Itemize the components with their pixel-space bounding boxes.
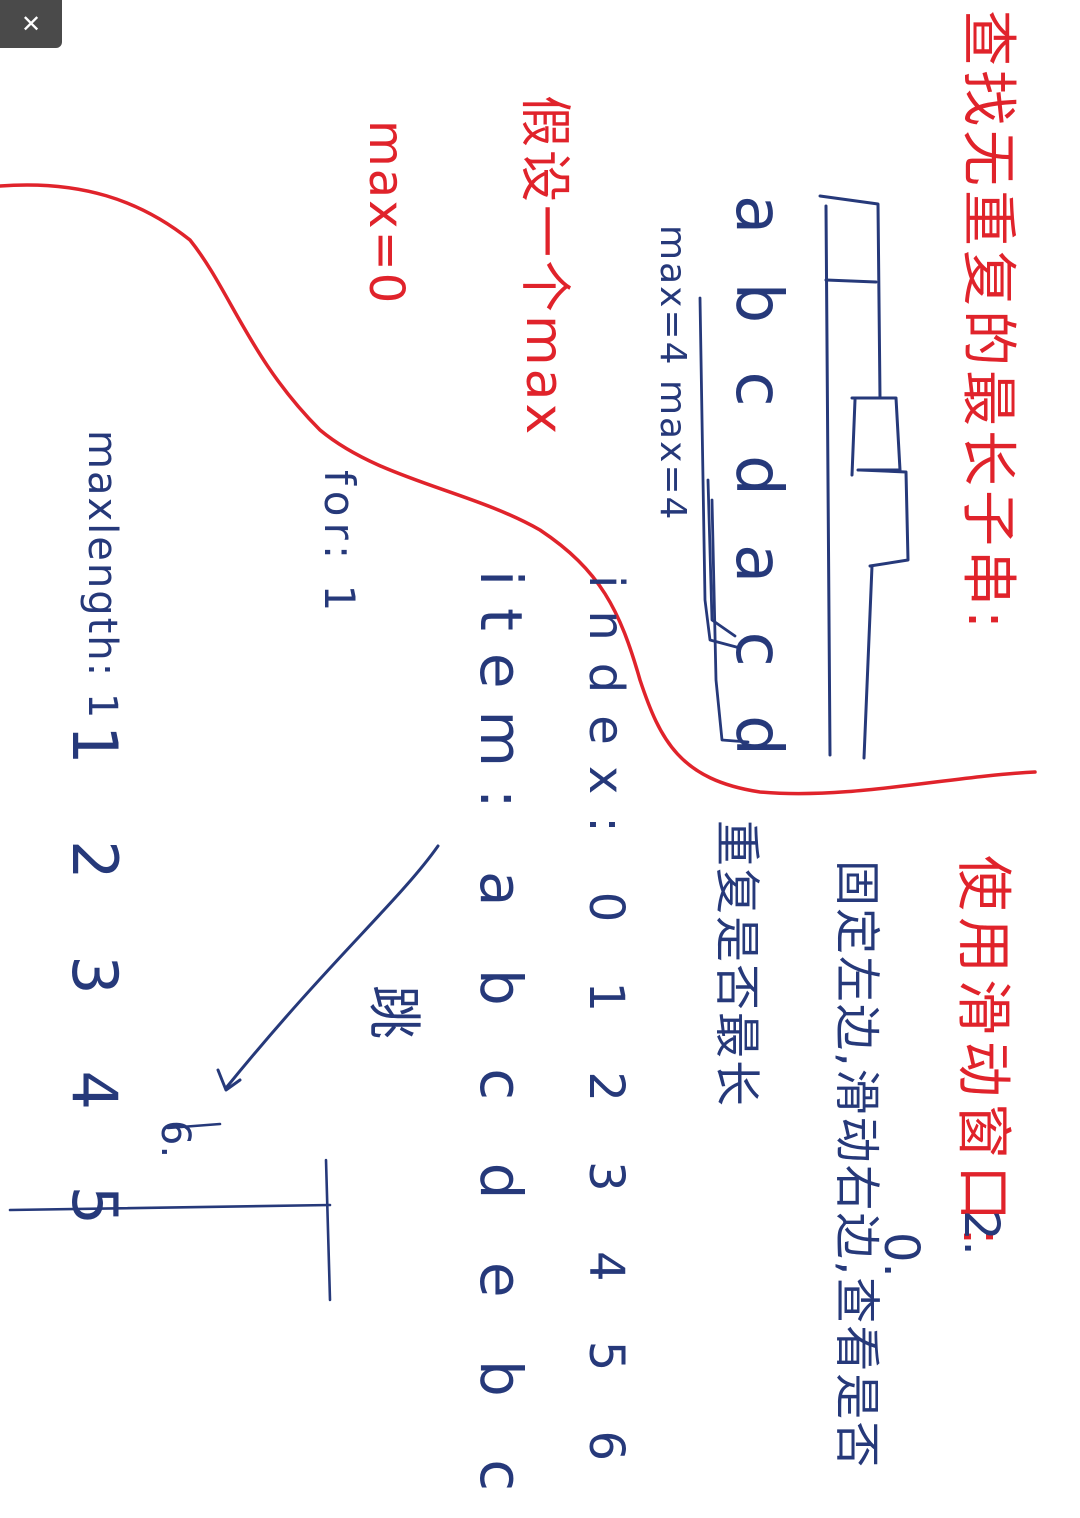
jump-arrow	[216, 844, 440, 1092]
maxlength-label: maxlength: 1	[79, 430, 125, 721]
explanation-line-1: 固定左边,滑动右边,查看是否	[830, 860, 884, 1470]
num-two: 2.	[953, 1210, 1009, 1256]
index-row: index: 0 1 2 3 4 5 6	[578, 575, 634, 1484]
close-icon: ✕	[20, 10, 42, 38]
maxlength-values: 1 2 3 4 5	[58, 725, 131, 1254]
num-six: 6.	[152, 1120, 198, 1159]
for-label: for: 1	[315, 470, 364, 618]
sliding-window-title: 使用滑动窗口:	[950, 855, 1015, 1252]
top-chars-text: a b c d a c d	[721, 195, 795, 770]
max-four-note: max=4 max=4	[652, 225, 693, 522]
jump-label: 跳	[362, 985, 425, 1039]
max-zero-text: max=0	[358, 120, 414, 306]
table-lines	[8, 1122, 332, 1302]
substring-brackets	[698, 296, 750, 744]
title-red-text: 查找无重复的最长子串:	[955, 10, 1020, 633]
box-stack-diagram	[818, 194, 910, 760]
num-zero: 0.	[873, 1232, 929, 1278]
close-button[interactable]: ✕	[0, 0, 62, 48]
item-row: item: a b c d e b c	[467, 570, 535, 1514]
assume-max-text: 假设一个max	[514, 95, 574, 438]
explanation-line-2: 重复是否最长	[710, 820, 764, 1108]
red-divider-curve	[0, 183, 1037, 796]
